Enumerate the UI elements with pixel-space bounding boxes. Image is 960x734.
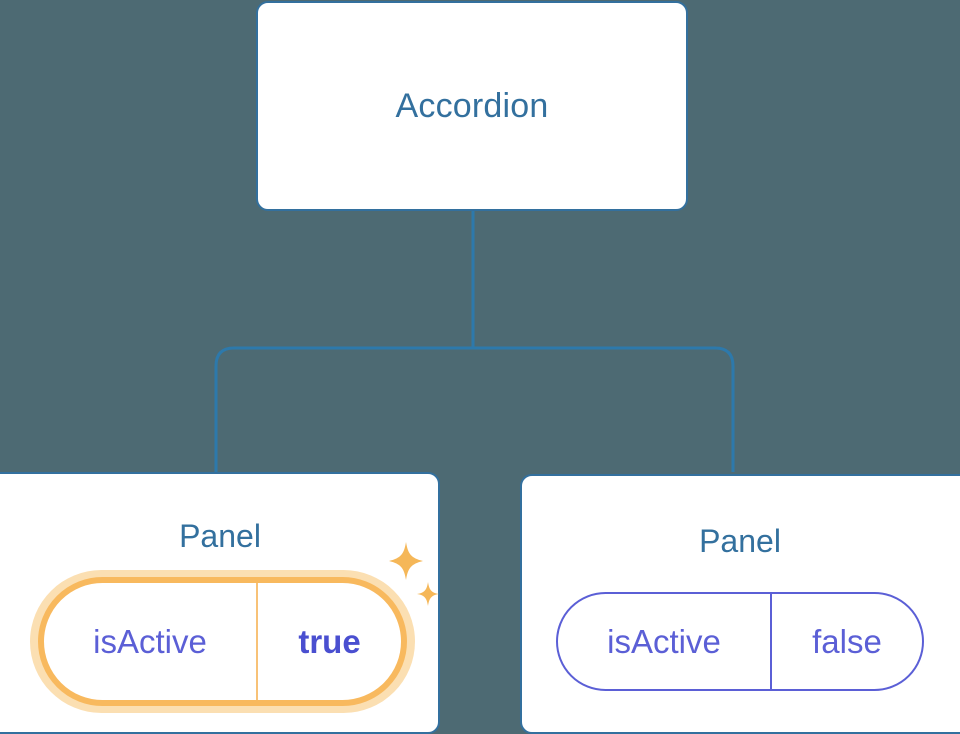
prop-pill-highlight-glow: isActive true (30, 570, 415, 713)
prop-value-true: true (298, 622, 361, 660)
prop-pill-isactive-false[interactable]: isActive false (556, 592, 924, 691)
node-panel-left-label: Panel (179, 518, 261, 554)
node-panel-right-label: Panel (699, 523, 781, 559)
prop-key-isactive: isActive (44, 583, 258, 700)
prop-key-isactive: isActive (558, 594, 772, 689)
prop-value-false: false (812, 622, 882, 660)
node-accordion[interactable]: Accordion (256, 1, 688, 211)
node-accordion-label: Accordion (395, 87, 549, 125)
prop-pill-isactive-true[interactable]: isActive true (38, 577, 407, 706)
